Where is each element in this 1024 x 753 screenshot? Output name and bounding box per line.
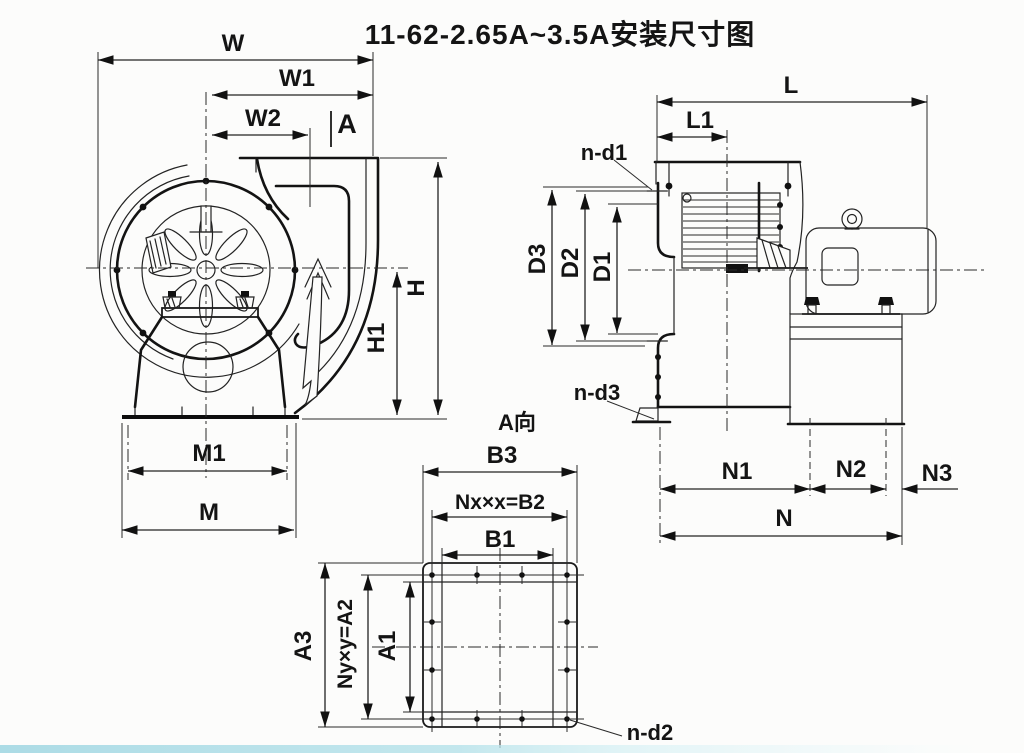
dim-label-a2: Ny×y=A2 [334,599,357,689]
motor-pedestal [786,313,906,426]
dim-label-l1: L1 [686,107,714,134]
dim-label-b1: B1 [485,526,516,553]
callout-nd3: n-d3 [574,380,620,405]
rotation-arrow-icon [302,257,332,406]
shaft [726,237,808,273]
dim-label-n2: N2 [836,456,867,483]
pedestal [122,291,299,419]
motor [802,208,937,315]
dim-label-n3: N3 [922,460,953,487]
dim-label-h: H [403,279,430,296]
callout-nd2: n-d2 [627,720,673,745]
base-foot [631,407,672,424]
dim-label-d1: D1 [589,252,616,283]
dim-label-h1: H1 [363,323,390,354]
dim-label-b2: Nx×x=B2 [455,491,545,514]
dim-label-w2: W2 [245,105,281,132]
inlet-vane-box [145,231,172,274]
flange-view: A向 [290,410,673,748]
dim-label-n1: N1 [722,458,753,485]
dim-label-l: L [784,72,799,99]
dim-label-n: N [775,505,792,532]
flange-bolt-holes [429,572,570,722]
dim-label-a3: A3 [290,631,317,662]
front-view: W W1 W2 A H H1 M1 M [86,30,447,538]
inlet-flange-side [646,181,676,409]
pedestal-hole [182,341,234,393]
dim-label-m1: M1 [192,440,225,467]
dim-label-a1: A1 [374,631,401,662]
pedestal-bolt-left [162,291,182,309]
front-dimensions: W W1 W2 A H H1 M1 M [97,30,447,538]
view-label-a: A向 [498,410,536,435]
eyebolt-icon [841,208,863,230]
scan-edge-strip [0,745,1024,753]
dim-label-m: M [199,499,219,526]
callout-nd1: n-d1 [581,140,627,165]
dim-label-w: W [222,30,245,57]
section-mark-label: A [337,109,357,139]
dim-label-b3: B3 [487,442,518,469]
side-dimensions: L L1 D3 D2 D1 N1 N2 N3 [524,72,958,545]
drawing-title: 11-62-2.65A~3.5A安装尺寸图 [365,19,756,50]
dim-label-w1: W1 [279,65,315,92]
pedestal-bolt-right [235,291,255,309]
flange-dimensions: B3 Nx×x=B2 B1 A3 Ny×y=A2 A1 [290,442,578,728]
side-view: n-d1 n-d3 L L1 D3 D2 D1 [524,72,988,545]
dim-label-d2: D2 [557,248,584,279]
terminal-box [821,247,859,286]
dim-label-d3: D3 [524,244,551,275]
motor-feet [802,297,900,315]
